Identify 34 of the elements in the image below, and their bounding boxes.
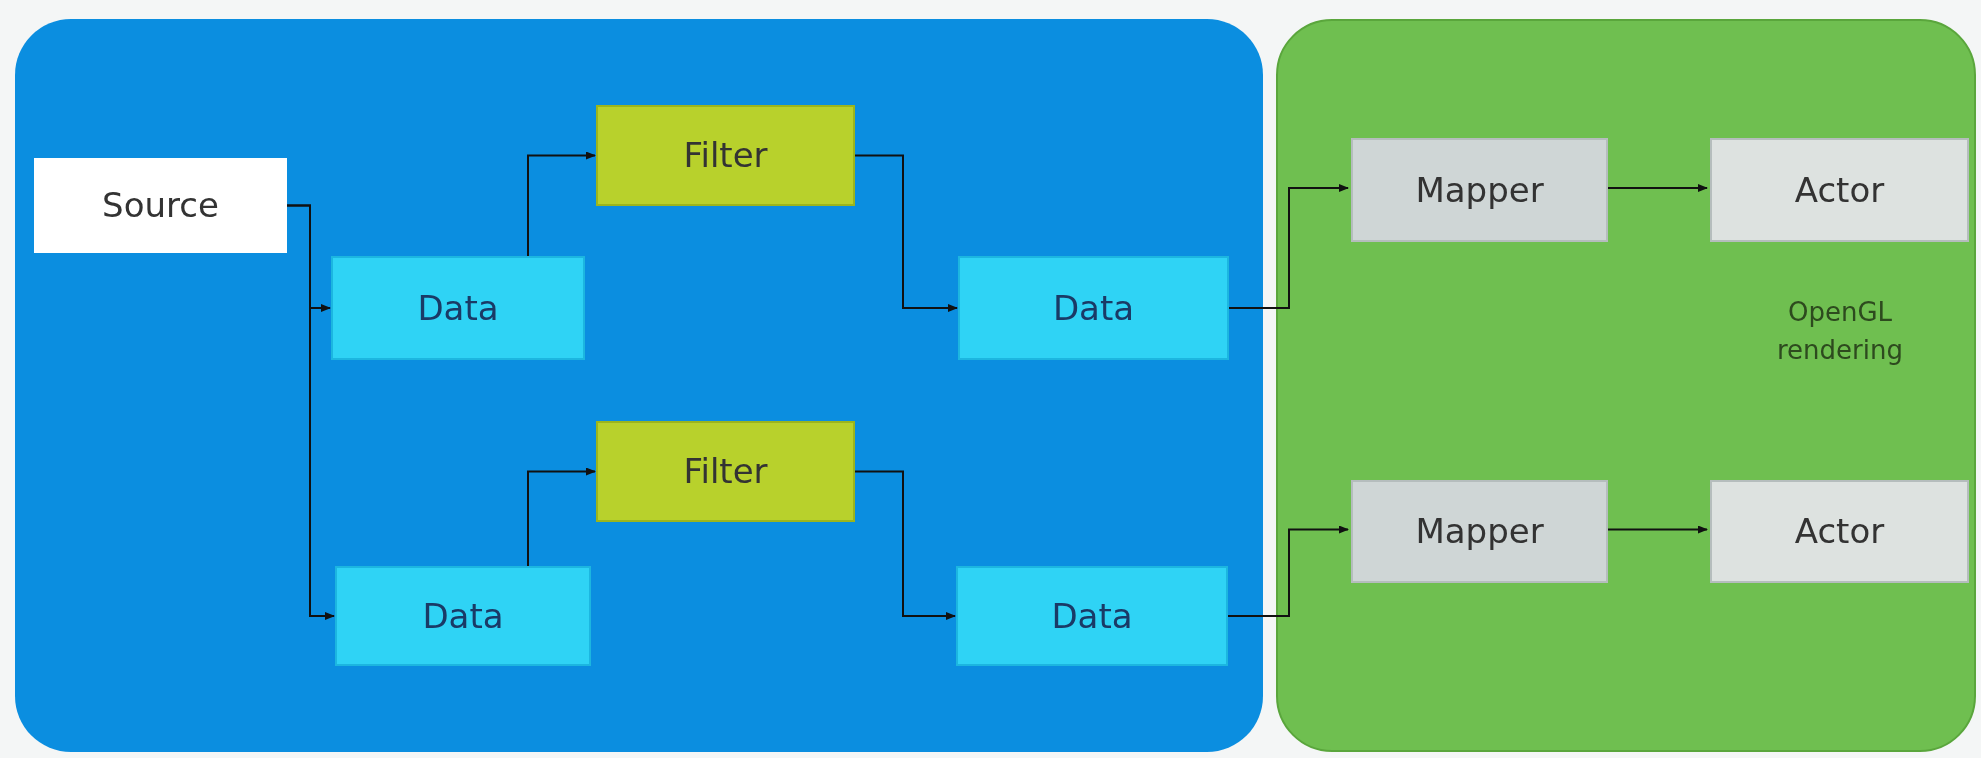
data-box: [335, 566, 591, 666]
arrow: [1605, 184, 1708, 192]
arrow: [1228, 184, 1349, 309]
arrow: [1227, 525, 1349, 617]
arrow: [854, 470, 956, 620]
filter-box: [596, 105, 855, 206]
mapper-box: [1351, 138, 1608, 242]
box-label: Data: [422, 594, 504, 638]
box-label: Actor: [1794, 168, 1885, 212]
box-label: Mapper: [1415, 168, 1544, 212]
rendering-panel: [1276, 19, 1976, 752]
box-label: Data: [1051, 594, 1133, 638]
box-label: Data: [417, 286, 499, 330]
data-box: [958, 256, 1229, 360]
actor-box: [1710, 480, 1969, 583]
mapper-box: [1351, 480, 1608, 583]
data-box: [956, 566, 1228, 666]
source-box: [34, 158, 287, 253]
box-label: Data: [1052, 286, 1135, 330]
panel-caption: OpenGL rendering: [1776, 296, 1904, 367]
arrow: [854, 154, 958, 312]
arrow: [527, 467, 596, 567]
filter-box: [596, 421, 855, 522]
box-label: Filter: [683, 134, 768, 177]
box-label: Source: [102, 184, 219, 227]
data-box: [331, 256, 585, 360]
box-label: Actor: [1794, 510, 1885, 553]
arrow: [527, 151, 596, 257]
box-label: Mapper: [1415, 510, 1544, 553]
arrow: [286, 204, 335, 620]
actor-box: [1710, 138, 1969, 242]
box-label: Filter: [683, 450, 768, 493]
arrow: [1605, 525, 1708, 534]
pipeline-panel: [15, 19, 1263, 752]
